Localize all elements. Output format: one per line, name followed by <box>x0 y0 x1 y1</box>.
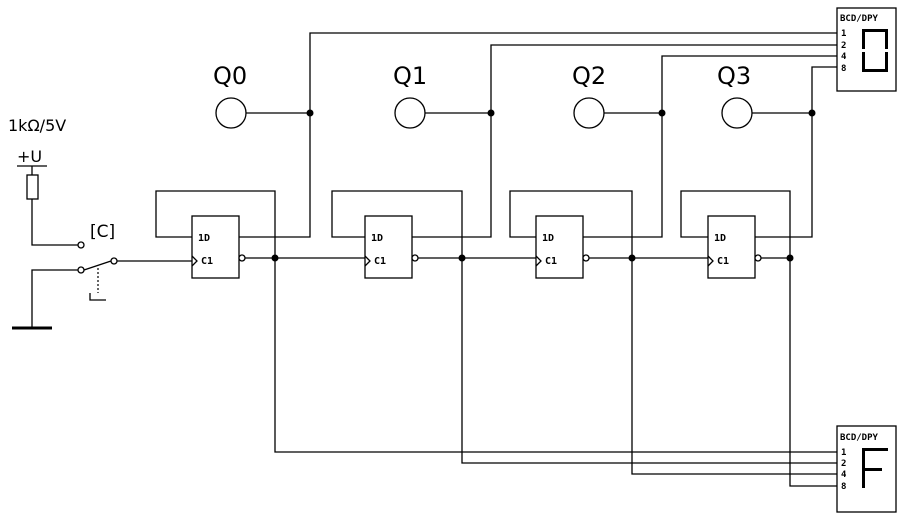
probe-label-q2: Q2 <box>572 62 606 90</box>
segment-e <box>862 52 865 69</box>
d-label: 1D <box>714 233 726 244</box>
clock-triangle <box>707 255 714 267</box>
switch-contact-top <box>77 241 85 249</box>
display-bottom: BCD/DPY 1 2 4 8 <box>836 425 897 513</box>
seven-segment-digit <box>862 29 888 72</box>
junction-dot <box>458 254 466 262</box>
junction-dot <box>306 109 314 117</box>
probe-label-q0: Q0 <box>213 62 247 90</box>
qbar-branch-1 <box>461 258 840 464</box>
flipflop-box <box>535 215 584 279</box>
segment-b <box>885 32 888 49</box>
junction-dot <box>271 254 279 262</box>
flipflop-0: 1D C1 <box>191 215 246 279</box>
inverted-output <box>582 254 590 262</box>
probe-lamp-q0 <box>215 97 247 129</box>
junction-dot <box>786 254 794 262</box>
flipflop-2: 1D C1 <box>535 215 590 279</box>
clock-triangle <box>364 255 371 267</box>
display-title: BCD/DPY <box>840 433 879 443</box>
switch-common <box>110 257 118 265</box>
inverted-output <box>411 254 419 262</box>
switch-button <box>89 293 106 301</box>
display-body <box>836 7 897 92</box>
segment-c <box>885 52 888 69</box>
c-label: C1 <box>201 256 213 267</box>
qbar-branch-3 <box>789 258 840 487</box>
segment-f <box>862 32 865 49</box>
display-input-label: 4 <box>841 470 847 480</box>
segment-e <box>862 471 865 488</box>
segment-a <box>862 29 888 32</box>
c-label: C1 <box>717 256 729 267</box>
feedback-wire-1 <box>331 190 463 258</box>
flipflop-box <box>191 215 240 279</box>
flipflop-3: 1D C1 <box>707 215 762 279</box>
probe-lamp-q1 <box>394 97 426 129</box>
ground-wire <box>31 269 78 328</box>
display-top: BCD/DPY 1 2 4 8 <box>836 7 897 92</box>
display-body <box>836 425 897 513</box>
flipflop-1: 1D C1 <box>364 215 419 279</box>
q-wire-1 <box>412 44 840 238</box>
feedback-wire-3 <box>680 190 791 258</box>
junction-dot <box>487 109 495 117</box>
display-input-label: 8 <box>841 482 846 492</box>
pullup-resistor <box>26 174 39 200</box>
junction-dot <box>658 109 666 117</box>
supply-label: +U <box>17 147 42 166</box>
display-input-label: 4 <box>841 52 847 62</box>
feedback-wire-2 <box>509 190 633 258</box>
switch-lever[interactable] <box>83 260 112 271</box>
d-label: 1D <box>198 233 210 244</box>
c-label: C1 <box>374 256 386 267</box>
d-label: 1D <box>542 233 554 244</box>
switch-contact-bottom <box>77 266 85 274</box>
segment-d <box>862 69 888 72</box>
clock-triangle <box>191 255 198 267</box>
clock-triangle <box>535 255 542 267</box>
junction-dot <box>628 254 636 262</box>
segment-f <box>862 451 865 468</box>
switch-key: [C] <box>90 222 115 242</box>
pullup-wire <box>31 199 78 246</box>
seven-segment-digit <box>862 448 888 488</box>
display-input-label: 1 <box>841 448 846 458</box>
q-wire-0 <box>239 32 840 238</box>
c-label: C1 <box>545 256 557 267</box>
probe-label-q1: Q1 <box>393 62 427 90</box>
junction-dot <box>808 109 816 117</box>
flipflop-box <box>364 215 413 279</box>
segment-g <box>862 468 882 471</box>
d-label: 1D <box>371 233 383 244</box>
display-input-label: 2 <box>841 459 846 469</box>
inverted-output <box>238 254 246 262</box>
probe-lamp-q2 <box>573 97 605 129</box>
display-title: BCD/DPY <box>840 14 879 24</box>
q-wire-2 <box>583 55 840 238</box>
probe-lamp-q3 <box>721 97 753 129</box>
display-input-label: 8 <box>841 64 846 74</box>
probe-label-q3: Q3 <box>717 62 751 90</box>
qbar-branch-0 <box>274 258 840 453</box>
segment-a <box>862 448 888 451</box>
q-wire-3 <box>755 66 840 238</box>
inverted-output <box>754 254 762 262</box>
qbar-branch-2 <box>631 258 840 475</box>
flipflop-box <box>707 215 756 279</box>
display-input-label: 1 <box>841 29 846 39</box>
display-input-label: 2 <box>841 41 846 51</box>
supply-spec: 1kΩ/5V <box>8 116 66 135</box>
feedback-wire-0 <box>155 190 276 258</box>
